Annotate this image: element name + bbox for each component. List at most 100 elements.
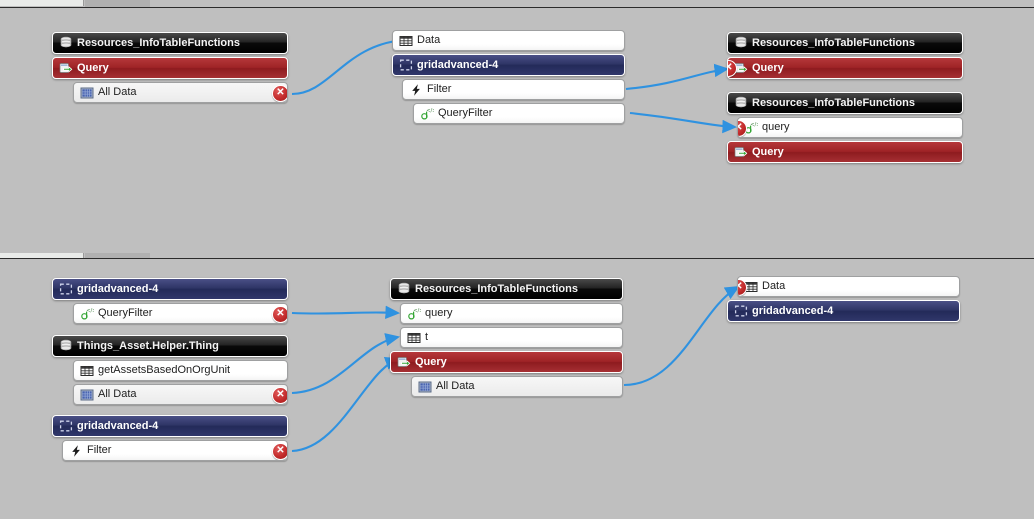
field-all-data[interactable]: All Data — [411, 376, 623, 397]
row-label: QueryFilter — [438, 107, 493, 119]
row-label: gridadvanced-4 — [417, 59, 499, 71]
splitter-divider — [0, 258, 1034, 259]
row-label: QueryFilter — [98, 307, 153, 319]
group-things-asset-helper-thing: Things_Asset.Helper.Thing getAssetsBasedO… — [52, 335, 288, 405]
row-label: Resources_InfoTableFunctions — [752, 37, 915, 49]
tab-active[interactable] — [0, 0, 84, 6]
widget-gridadvanced-4[interactable]: gridadvanced-4 — [392, 54, 625, 76]
mashup-binding-pane-bottom: gridadvanced-4</>QueryFilter✕Things_Asse… — [0, 259, 1034, 512]
widget-icon — [399, 58, 413, 72]
field-query[interactable]: </>query✕ — [737, 117, 963, 138]
widget-icon — [734, 304, 748, 318]
field-query[interactable]: </>query — [400, 303, 623, 324]
row-label: Resources_InfoTableFunctions — [415, 283, 578, 295]
tab-inactive[interactable] — [85, 0, 150, 7]
wire-queryfilter-to-query[interactable] — [629, 111, 738, 134]
wire-filter-to-query[interactable] — [291, 357, 400, 453]
table-icon — [744, 280, 758, 294]
row-label: gridadvanced-4 — [77, 283, 159, 295]
wire-queryfilter-to-query[interactable] — [291, 305, 401, 320]
binding-remove-badge[interactable]: ✕ — [272, 85, 287, 102]
field-filter[interactable]: Filter ✕ — [62, 440, 288, 461]
service-query[interactable]: Query✕ — [727, 57, 963, 79]
service-icon — [734, 145, 748, 159]
field-queryfilter[interactable]: </> QueryFilter — [413, 103, 625, 124]
service-query[interactable]: Query — [727, 141, 963, 163]
field-filter[interactable]: Filter — [402, 79, 625, 100]
widget-gridadvanced-4[interactable]: gridadvanced-4 — [52, 415, 288, 437]
service-getassetsbasedonorgunit[interactable]: getAssetsBasedOnOrgUnit — [73, 360, 288, 381]
row-label: Filter — [87, 444, 112, 456]
entity-things-asset-helper-thing[interactable]: Things_Asset.Helper.Thing — [52, 335, 288, 357]
entity-resources-infotablefunctions[interactable]: Resources_InfoTableFunctions — [52, 32, 288, 54]
row-label: t — [425, 331, 429, 343]
splitter-tab-active[interactable] — [0, 253, 84, 258]
service-icon — [59, 61, 73, 75]
bolt-icon — [69, 444, 83, 458]
widget-icon — [59, 419, 73, 433]
binding-remove-badge[interactable]: ✕ — [272, 306, 287, 323]
widget-gridadvanced-4[interactable]: gridadvanced-4 — [727, 300, 960, 322]
widget-icon — [59, 282, 73, 296]
alldata-icon — [418, 380, 432, 394]
field-data[interactable]: Data — [392, 30, 625, 51]
field-queryfilter[interactable]: </> QueryFilter ✕ — [73, 303, 288, 324]
service-query[interactable]: Query — [52, 57, 288, 79]
group-gridadvanced-4-queryfilter: gridadvanced-4 </> QueryFilter ✕ — [52, 278, 288, 324]
row-label: All Data — [436, 380, 475, 392]
property-icon: </> — [80, 307, 94, 321]
row-label: Query — [752, 62, 784, 74]
database-icon — [59, 36, 73, 50]
pane-splitter[interactable] — [0, 249, 1034, 259]
property-icon: </> — [407, 307, 421, 321]
binding-remove-badge[interactable]: ✕ — [272, 387, 287, 404]
alldata-icon — [80, 86, 94, 100]
row-label: gridadvanced-4 — [77, 420, 159, 432]
field-all-data[interactable]: All Data✕ — [73, 384, 288, 405]
group-resources-infotablefunctions-center: Resources_InfoTableFunctions </>query tQue… — [390, 278, 623, 397]
row-label: Filter — [427, 83, 452, 95]
wire-alldata-to-data[interactable] — [623, 285, 740, 387]
field-all-data[interactable]: All Data ✕ — [73, 82, 288, 103]
wire-filter-to-query[interactable] — [625, 63, 730, 91]
row-label: Data — [417, 34, 441, 46]
row-label: query — [762, 121, 790, 133]
service-query[interactable]: Query — [390, 351, 623, 373]
top-tabstrip — [0, 0, 1034, 8]
row-label: getAssetsBasedOnOrgUnit — [98, 364, 231, 376]
table-icon — [80, 364, 94, 378]
svg-text:</>: </> — [426, 108, 434, 114]
wire-alldata-to-data[interactable] — [291, 34, 408, 96]
alldata-icon — [80, 388, 94, 402]
field-data[interactable]: Data✕ — [737, 276, 960, 297]
property-icon: </> — [420, 107, 434, 121]
svg-text:</>: </> — [413, 308, 421, 314]
widget-gridadvanced-4[interactable]: gridadvanced-4 — [52, 278, 288, 300]
splitter-tab-inactive[interactable] — [85, 253, 150, 259]
group-resources-query-right-bottom: Resources_InfoTableFunctions </>query✕ Que… — [727, 92, 963, 163]
wire-alldata-to-t[interactable] — [291, 333, 401, 395]
group-gridadvanced-4-right: Data✕ gridadvanced-4 — [727, 276, 960, 322]
service-icon — [734, 61, 748, 75]
database-icon — [734, 36, 748, 50]
row-label: Query — [415, 356, 447, 368]
row-label: gridadvanced-4 — [752, 305, 834, 317]
table-icon — [399, 34, 413, 48]
row-label: All Data — [98, 86, 137, 98]
entity-resources-infotablefunctions[interactable]: Resources_InfoTableFunctions — [727, 32, 963, 54]
database-icon — [59, 339, 73, 353]
entity-resources-infotablefunctions[interactable]: Resources_InfoTableFunctions — [727, 92, 963, 114]
entity-resources-infotablefunctions[interactable]: Resources_InfoTableFunctions — [390, 278, 623, 300]
row-label: Resources_InfoTableFunctions — [77, 37, 240, 49]
row-label: Query — [77, 62, 109, 74]
tabstrip-divider — [0, 7, 1034, 8]
svg-text:</>: </> — [86, 308, 94, 314]
binding-remove-badge[interactable]: ✕ — [272, 443, 287, 460]
row-label: Resources_InfoTableFunctions — [752, 97, 915, 109]
field-t[interactable]: t — [400, 327, 623, 348]
